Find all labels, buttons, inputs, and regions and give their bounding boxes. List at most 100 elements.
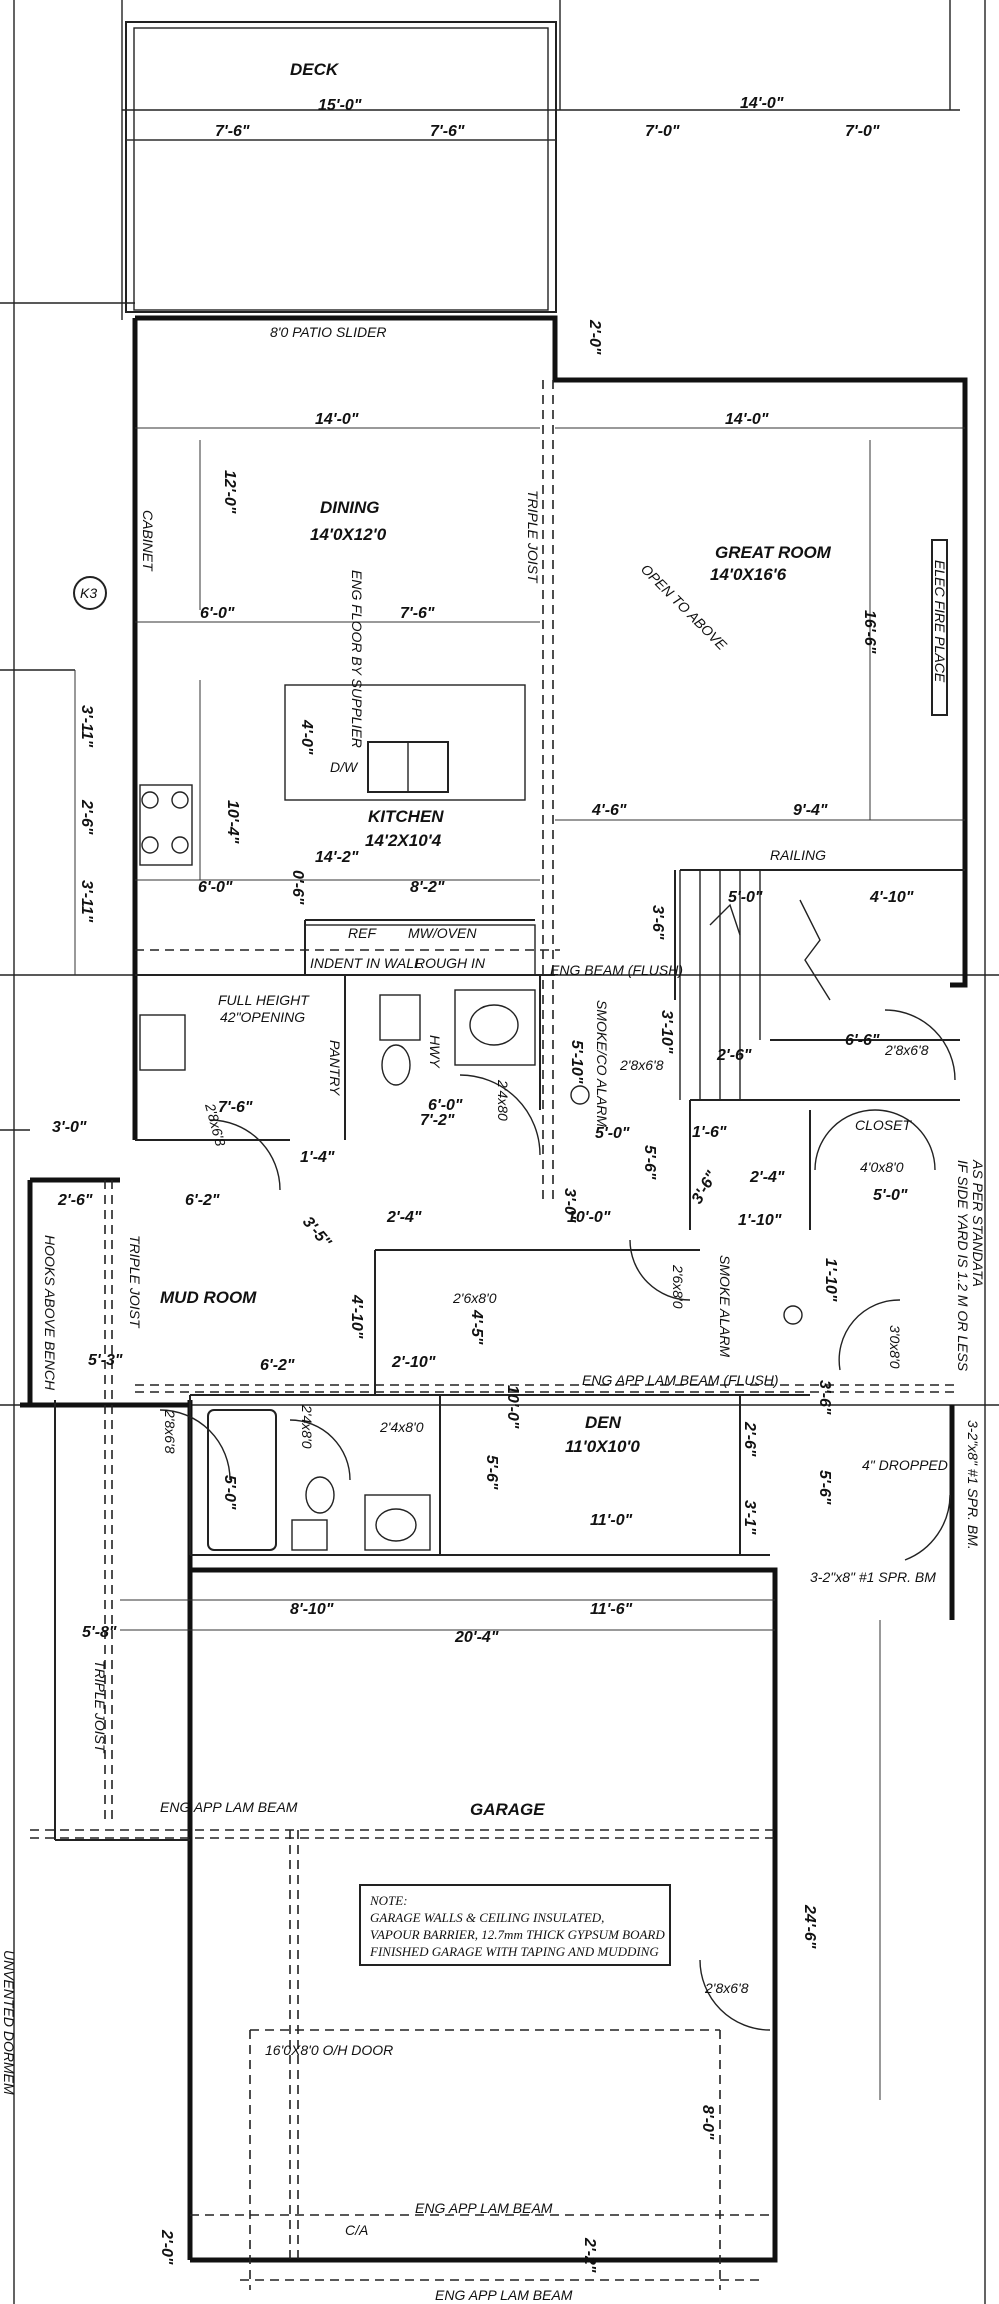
door-label-8: 2'4x8'0 [379, 1419, 424, 1435]
dim-m-1-10b: 1'-10" [822, 1258, 839, 1302]
toilet-bowl [381, 1044, 411, 1086]
section-marker-label: K3 [80, 585, 97, 601]
garage-note-box [359, 1884, 671, 1966]
dim-v-16-6: 16'-6" [861, 610, 878, 654]
toilet-tank [379, 994, 421, 1041]
smoke-co-detector [570, 1085, 590, 1105]
dim-m-10-0: 10'-0" [567, 1209, 611, 1226]
note-line-4: FINISHED GARAGE WITH TAPING AND MUDDING [369, 1944, 659, 1959]
dim-m-2-4: 2'-4" [386, 1209, 422, 1226]
mw-oven-label: MW/OVEN [408, 925, 477, 941]
stairs [679, 870, 831, 1100]
dim-g-11-6: 11'-6" [590, 1601, 633, 1618]
dim-p-5-6: 5'-6" [641, 1145, 658, 1180]
dim-p-6-0: 6'-0" [428, 1097, 463, 1114]
eng-app-lam-beam-1: ENG APP LAM BEAM [160, 1799, 298, 1815]
closet-label: CLOSET [855, 1117, 912, 1133]
dropped-label: 4" DROPPED [862, 1457, 948, 1473]
dim-m-1-10: 1'-10" [738, 1212, 782, 1229]
eng-app-lam-beam-flush: ENG APP LAM BEAM (FLUSH) [582, 1372, 779, 1388]
cabinet-label: CABINET [140, 510, 156, 572]
dim-m-6-2b: 6'-2" [260, 1357, 295, 1374]
dim-k-8-2: 8'-2" [410, 879, 445, 896]
door-swings [159, 1009, 956, 2031]
toilet-bowl-2 [305, 1476, 335, 1514]
dim-k-6-0b: 6'-0" [198, 879, 233, 896]
dim-m-2-6: 2'-6" [57, 1192, 93, 1209]
smoke-detector [783, 1305, 803, 1325]
rough-in-label: ROUGH IN [415, 955, 486, 971]
annotations: 8'0 PATIO SLIDER CABINET TRIPLE JOIST OP… [1, 324, 986, 2303]
beams [30, 380, 960, 2290]
dim-m-2-10: 2'-10" [391, 1354, 436, 1371]
dim-g-2-2: 2'-2" [581, 2237, 598, 2273]
kitchen-label: KITCHEN [368, 807, 444, 826]
dim-m-3-0b: 3'-0" [561, 1188, 578, 1223]
dim-s-4-6: 4'-6" [591, 802, 627, 819]
dim-l-2-6: 2'-6" [78, 799, 95, 835]
indent-label: INDENT IN WALL [310, 955, 422, 971]
triple-joist-3: TRIPLE JOIST [92, 1660, 108, 1754]
left-side-label: UNVENTED DORMEM [1, 1950, 17, 2095]
dim-m-3-5: 3'-5" [299, 1214, 334, 1252]
dim-m-4-10: 4'-10" [348, 1294, 365, 1339]
dim-top-r1: 7'-0" [645, 123, 680, 140]
dim-s-6-6: 6'-6" [845, 1032, 880, 1049]
side-yard-label: AS PER STANDATA [970, 1159, 986, 1287]
door-label-5: 2'6x8'0 [452, 1290, 497, 1306]
dining-size: 14'0X12'0 [310, 525, 387, 544]
bathtub [207, 1409, 277, 1551]
dim-g-2-0: 2'-0" [158, 2229, 175, 2265]
dim-deck-a: 7'-6" [215, 123, 250, 140]
ref-label: REF [348, 925, 377, 941]
dim-v-2-0-top: 2'-0" [586, 319, 603, 355]
dim-d-3-1: 3'-1" [741, 1500, 758, 1535]
dining-label: DINING [320, 498, 380, 517]
door-label-7: 3'0x8'0 [887, 1325, 903, 1369]
ca-label: C/A [345, 2222, 368, 2238]
dim-d-11-0: 11'-0" [590, 1512, 633, 1529]
fireplace [931, 539, 948, 716]
door-label-9: 2'4x8'0 [299, 1404, 315, 1449]
dim-k-6-0: 6'-0" [200, 605, 235, 622]
mud-room-label: MUD ROOM [160, 1288, 257, 1307]
door-label-11: 2'8x6'8 [884, 1042, 929, 1058]
dim-g-8-10: 8'-10" [290, 1601, 334, 1618]
opening-42: 42"OPENING [220, 1009, 305, 1025]
great-room-label: GREAT ROOM [715, 543, 832, 562]
dim-k-7-6: 7'-6" [400, 605, 435, 622]
dim-d-5-6: 5'-6" [483, 1455, 500, 1490]
door-label-3: 2'4x80 [495, 1079, 511, 1121]
fixtures [139, 539, 948, 1966]
dim-s-4-10: 4'-10" [869, 889, 914, 906]
dim-p-2-4: 2'-4" [749, 1169, 785, 1186]
den-label: DEN [585, 1413, 622, 1432]
laundry-sink [139, 1014, 186, 1071]
spr-bm-1: 3-2"x8" #1 SPR. BM [810, 1569, 936, 1585]
hooks-label: HOOKS ABOVE BENCH [42, 1235, 58, 1391]
door-label-10: 2'8x6'8 [162, 1409, 178, 1454]
dim-m-7-6: 7'-6" [218, 1099, 253, 1116]
dim-d-10-0: 10'-0" [504, 1385, 521, 1429]
note-line-3: VAPOUR BARRIER, 12.7mm THICK GYPSUM BOAR… [370, 1927, 665, 1942]
triple-joist-1: TRIPLE JOIST [525, 490, 541, 584]
dim-great-w: 14'-0" [725, 411, 769, 428]
dim-v-10-4: 10'-4" [224, 800, 241, 844]
dim-k-14-2: 14'-2" [315, 849, 359, 866]
room-labels: DECK DINING 14'0X12'0 GREAT ROOM 14'0X16… [160, 60, 912, 1819]
hwy-label: HWY [427, 1035, 443, 1069]
eng-app-lam-beam-2: ENG APP LAM BEAM [415, 2200, 553, 2216]
note-line-2: GARAGE WALLS & CEILING INSULATED, [370, 1910, 604, 1925]
kitchen-size: 14'2X10'4 [365, 831, 442, 850]
full-height: FULL HEIGHT [218, 992, 310, 1008]
garage-door-label: 16'0X8'0 O/H DOOR [265, 2042, 393, 2058]
dim-top-r2: 7'-0" [845, 123, 880, 140]
vanity [454, 989, 536, 1066]
dim-d-5-6b: 5'-6" [816, 1470, 833, 1505]
section-marker: K3 [73, 576, 107, 610]
dim-p-5-0: 5'-0" [595, 1125, 630, 1142]
eng-beam-flush: ENG BEAM (FLUSH) [550, 962, 683, 978]
dimension-labels: 15'-0" 7'-6" 7'-6" 14'-0" 7'-0" 7'-0" 2'… [52, 95, 914, 2273]
patio-slider: 8'0 PATIO SLIDER [270, 324, 387, 340]
